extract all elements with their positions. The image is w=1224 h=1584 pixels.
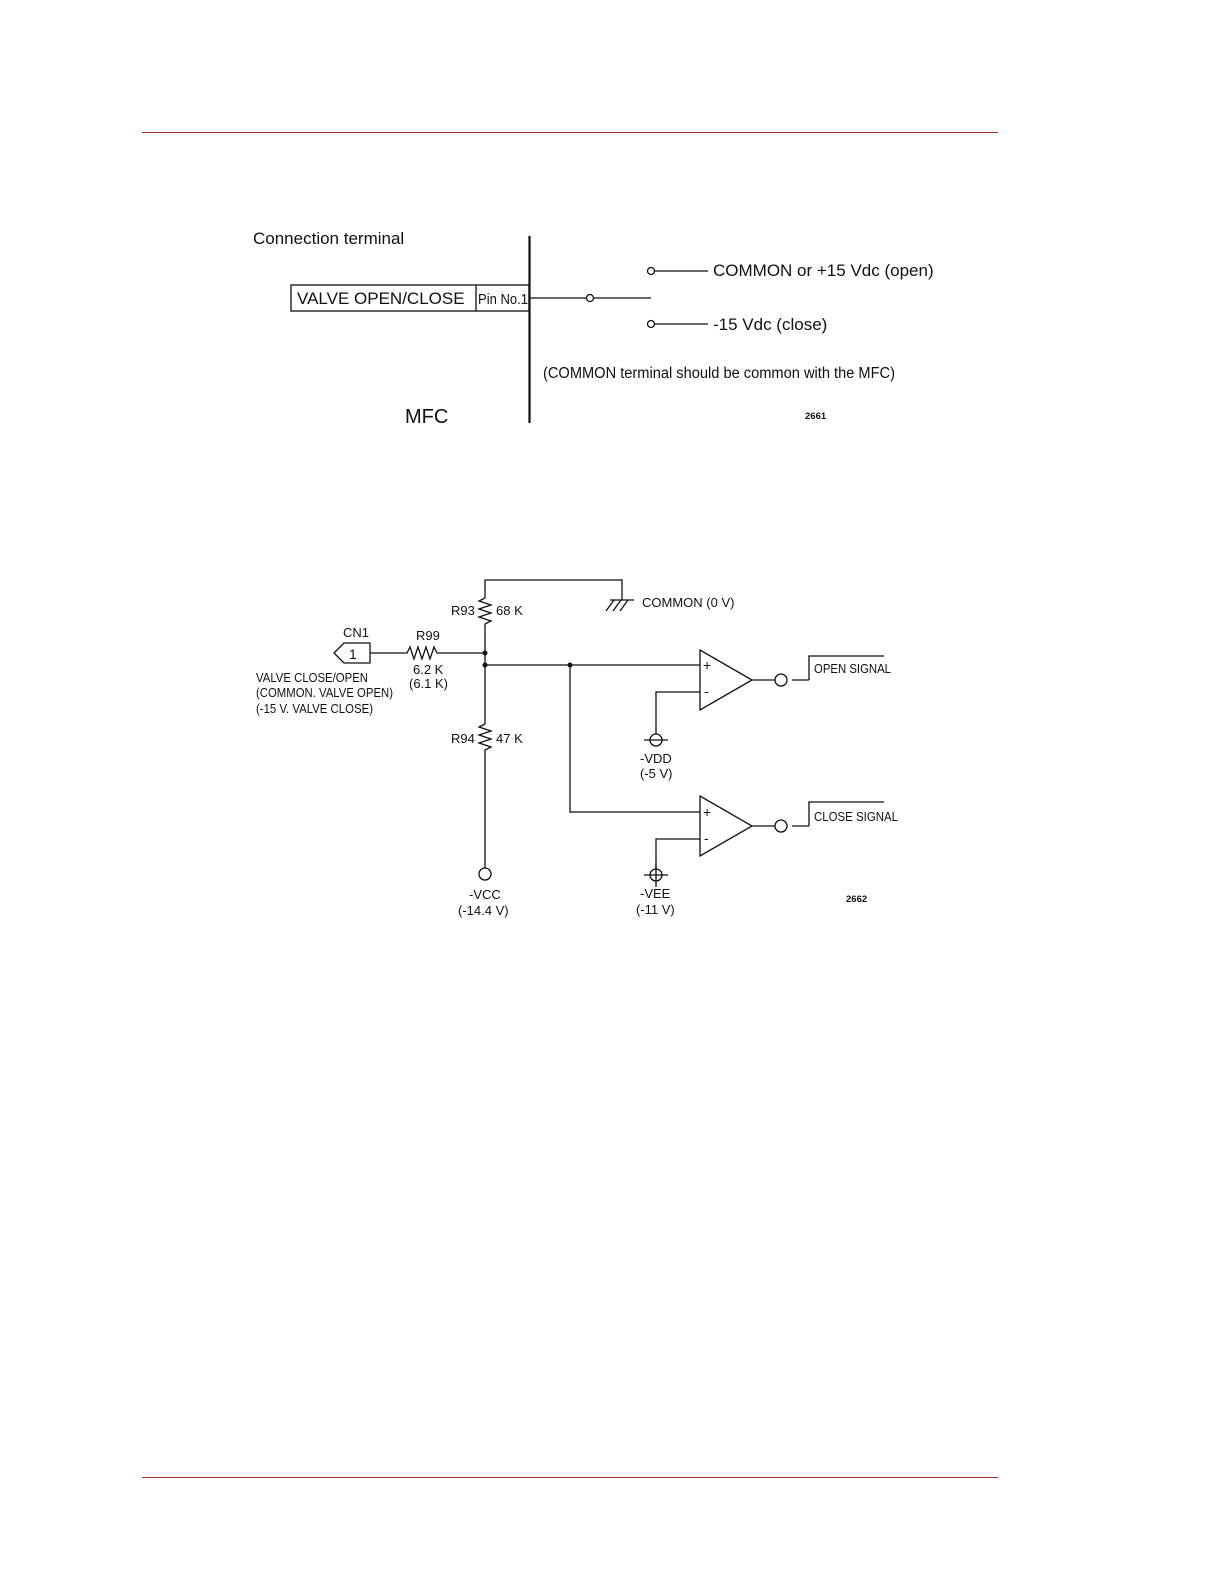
vee-value: (-11 V) [636, 902, 675, 917]
open-signal-label: OPEN SIGNAL [814, 661, 891, 676]
r93-resistor [476, 597, 494, 653]
open-signal-bar [808, 655, 884, 680]
vdd-label: -VDD [640, 751, 672, 766]
open-minus-sign: - [704, 683, 709, 699]
pin-label: Pin No.1 [478, 291, 528, 308]
cn1-label: CN1 [343, 625, 369, 640]
close-input-wire [569, 665, 700, 813]
open-option-label: COMMON or +15 Vdc (open) [713, 261, 934, 280]
common-note: (COMMON terminal should be common with t… [543, 365, 895, 382]
cn1-pin: 1 [349, 646, 357, 662]
common-label: COMMON (0 V) [642, 595, 734, 610]
close-signal-bar [808, 801, 884, 826]
vcc-terminal [478, 867, 492, 881]
switch-pivot [585, 293, 595, 303]
r93-label: R93 [451, 603, 475, 618]
close-output-terminal [774, 819, 788, 833]
connection-diagram: Connection terminal VALVE OPEN/CLOSE Pin… [253, 229, 934, 428]
r94-value: 47 K [496, 731, 523, 746]
r99-alt-value: (6.1 K) [409, 676, 448, 691]
mfc-label: MFC [405, 406, 448, 428]
valve-circuit-diagram: COMMON (0 V) R93 68 K 1 CN1 R99 6.2 K (6… [256, 579, 898, 918]
r99-label: R99 [416, 628, 440, 643]
valve-desc-line1: VALVE CLOSE/OPEN [256, 671, 368, 685]
vcc-label: -VCC [469, 887, 501, 902]
open-plus-sign: + [703, 657, 711, 673]
open-output-terminal [774, 673, 788, 687]
valve-open-close-label: VALVE OPEN/CLOSE [297, 289, 465, 308]
valve-desc-line2: (COMMON. VALVE OPEN) [256, 686, 393, 700]
close-contact [646, 319, 656, 329]
vdd-wire [655, 691, 700, 734]
open-comparator [699, 648, 754, 712]
figure-id-2662: 2662 [846, 894, 867, 905]
figure-id-2661: 2661 [805, 411, 827, 422]
close-signal-label: CLOSE SIGNAL [814, 809, 898, 824]
close-plus-sign: + [703, 804, 711, 820]
valve-desc-line3: (-15 V. VALVE CLOSE) [256, 702, 373, 716]
vee-wire [655, 838, 700, 869]
common-rail [484, 579, 623, 600]
footer-rule [142, 1477, 998, 1478]
r94-resistor [476, 723, 494, 868]
r94-label: R94 [451, 731, 475, 746]
close-option-label: -15 Vdc (close) [713, 315, 827, 334]
vee-label: -VEE [640, 886, 671, 901]
close-minus-sign: - [704, 830, 709, 846]
header-rule [142, 132, 998, 133]
vcc-value: (-14.4 V) [458, 903, 509, 918]
vdd-value: (-5 V) [640, 766, 673, 781]
connection-terminal-label: Connection terminal [253, 229, 404, 248]
r93-value: 68 K [496, 603, 523, 618]
open-contact [646, 266, 656, 276]
r99-value: 6.2 K [413, 662, 444, 677]
close-comparator [699, 794, 754, 858]
r99-resistor [370, 644, 485, 662]
